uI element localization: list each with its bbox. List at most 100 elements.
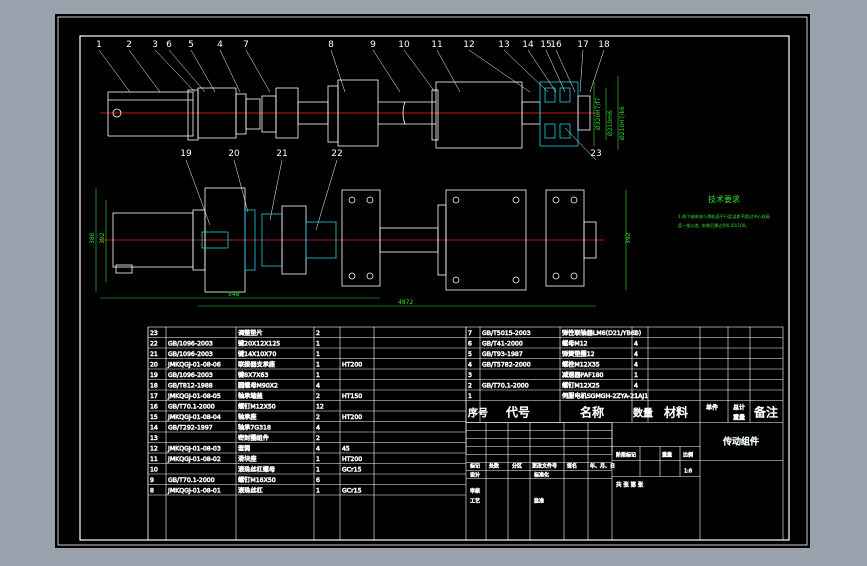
bom-cell: GB/1096-2003 (168, 351, 213, 358)
leader-line (372, 49, 401, 93)
bom-cell: 11 (150, 456, 158, 463)
top-dimensions (593, 76, 619, 150)
leader-line (154, 49, 196, 93)
leader-line (128, 49, 161, 93)
leader-line (589, 49, 605, 93)
outer-frame (57, 16, 808, 546)
tb-doc: 更改文件号 (532, 463, 557, 470)
balloon-label: 13 (498, 40, 509, 50)
leader-line (403, 49, 436, 93)
motor-body (107, 91, 194, 137)
leader-line (168, 49, 206, 93)
bom-cell: 1 (316, 372, 320, 379)
balloon-label: 15 (540, 40, 551, 50)
bom-cell: 2 (316, 414, 320, 421)
bom-cell: 滚珠丝杠螺母 (238, 466, 275, 474)
bom-cell: 13 (150, 435, 158, 442)
bom-cell: 键8X7X63 (238, 371, 268, 379)
bom-cell: GB/T93-1987 (482, 351, 523, 358)
bom-cell: GB/T70.1-2000 (168, 404, 215, 411)
balloon-label: 23 (590, 149, 601, 159)
bom-cell: 弹性联轴器LM6(D21/YB60) (562, 329, 641, 337)
bom-cell: JMKQGJ-01-08-06 (167, 362, 221, 369)
tech-line-1: 1.两个轴承座与滑轨面平行度误差不超过中心线高 (678, 213, 770, 220)
balloon-label: 10 (398, 40, 410, 50)
bom-cell: 螺母M12 (562, 340, 588, 348)
header-material: 材料 (664, 406, 688, 420)
tb-review: 审核 (470, 488, 480, 495)
bom-cell: 5 (468, 351, 472, 358)
bom-cell: 22 (150, 341, 158, 348)
leader-line (468, 49, 531, 93)
leader-line (233, 159, 249, 213)
bom-cell: 2 (316, 435, 320, 442)
bom-cell: GB/T812-1988 (168, 383, 213, 390)
dim-height-right: 392 (625, 232, 632, 244)
bom-cell: 2 (468, 383, 472, 390)
leader-line (315, 159, 338, 231)
tb-weight: 重量 (662, 452, 672, 459)
balloon-label: 5 (188, 40, 194, 50)
bom-cell: GCr15 (342, 488, 362, 495)
bom-cell: 8 (150, 488, 154, 495)
bom-cell: 19 (150, 372, 158, 379)
bom-cell: 轴承7G318 (238, 424, 271, 432)
bom-cell: 18 (150, 383, 158, 390)
bom-cell: 2 (316, 330, 320, 337)
bom-cell: 螺钉M12X25 (562, 382, 600, 390)
dim-height-small: 392 (99, 232, 106, 244)
tb-count: 处数 (489, 463, 499, 470)
balloon-label: 4 (217, 40, 223, 50)
bom-cell: 1 (316, 341, 320, 348)
tb-standard: 标准化 (534, 472, 549, 479)
bom-cell: JMKQGJ-01-08-05 (167, 393, 221, 400)
dim-height-left: 380 (89, 232, 96, 244)
bom-cell: 14 (150, 425, 158, 432)
bom-cell: 4 (316, 446, 320, 453)
bom-cell: GB/T70.1-2000 (168, 477, 215, 484)
tech-line-2: 度一般公差, 安装后需达到0.05/100。 (678, 222, 750, 229)
bom-cell: JMKQGJ-01-08-04 (167, 414, 221, 421)
leader-line (190, 49, 216, 93)
tb-drawing-name: 传动组件 (723, 436, 759, 448)
tb-date: 年、月、日 (590, 463, 615, 470)
bom-cell: 4 (316, 383, 320, 390)
bom-cell: 减速器PAF180 (562, 371, 604, 379)
bom-cell: JMKQGJ-01-08-03 (167, 446, 221, 453)
leader-line (436, 49, 461, 93)
tb-stage: 阶段标记 (616, 452, 636, 459)
bom-cell: 联接器支承座 (238, 361, 275, 369)
leader-line (330, 49, 346, 93)
leader-line (185, 159, 211, 226)
header-qty: 数量 (633, 407, 653, 420)
dim-overall-length: 4872 (398, 299, 413, 306)
bom-cell: 伺服电机SGMGH-2ZYA-21AJ1 (562, 392, 648, 400)
dim-a: Ø320H7/f7 (595, 97, 602, 130)
bom-cell: 1 (316, 362, 320, 369)
bom-cell: 3 (468, 372, 472, 379)
bom-cell: 1 (316, 467, 320, 474)
bom-cell: HT200 (342, 362, 362, 369)
bom-cell: 2 (316, 393, 320, 400)
tb-design: 设计 (470, 472, 480, 479)
bom-cell: HT150 (342, 393, 362, 400)
bom-cell: 10 (150, 467, 158, 474)
top-view (100, 79, 600, 149)
dim-c: Ø210H7/k6 (619, 106, 626, 140)
bom-cell: GB/T292-1997 (168, 425, 213, 432)
header-seq: 序号 (468, 407, 488, 420)
balloon-label: 6 (166, 40, 172, 50)
balloon-label: 3 (152, 40, 158, 50)
header-code: 代号 (506, 406, 530, 420)
dim-b: Ø210m6 (607, 110, 614, 136)
bom-cell: 23 (150, 330, 158, 337)
leader-line (564, 127, 597, 161)
balloon-label: 21 (276, 149, 287, 159)
bom-cell: 15 (150, 414, 158, 421)
bom-cell: 轴承端盖 (238, 392, 263, 400)
bom-cell: 12 (316, 404, 324, 411)
bom-cell: 17 (150, 393, 158, 400)
balloon-label: 18 (598, 40, 610, 50)
